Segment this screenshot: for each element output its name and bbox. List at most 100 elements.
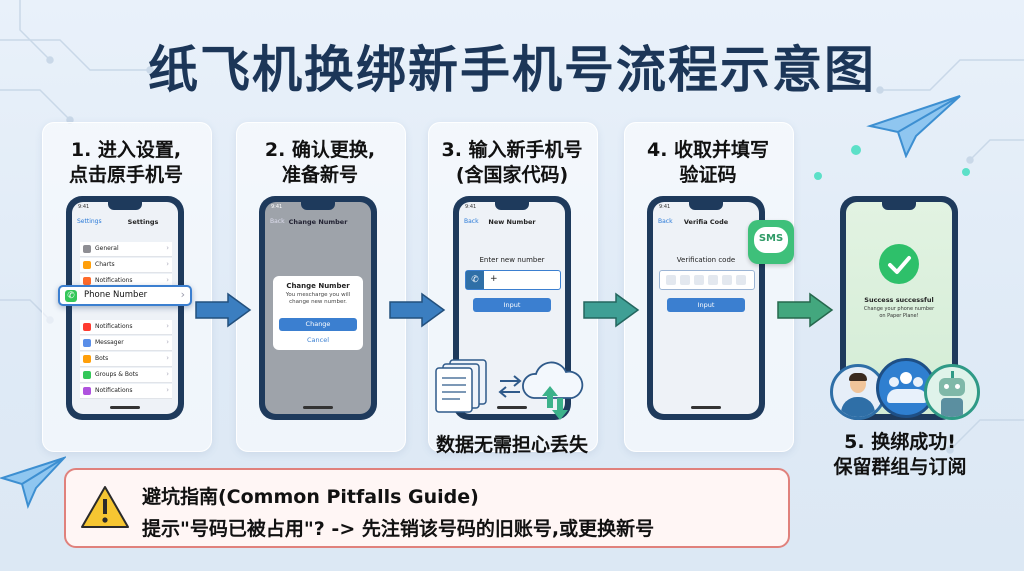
message-icon <box>83 339 91 347</box>
screen-title: Change Number <box>288 218 348 226</box>
paper-plane-icon <box>866 95 961 158</box>
input-button[interactable]: Input <box>667 298 745 312</box>
home-indicator <box>497 406 527 409</box>
back-link[interactable]: Back <box>658 218 673 225</box>
checkmark-icon <box>888 256 911 274</box>
change-number-dialog: Change Number You mescharge you will cha… <box>273 276 363 350</box>
chevron-right-icon: › <box>166 322 169 330</box>
pitfall-title: 避坑指南(Common Pitfalls Guide) <box>142 486 479 508</box>
step-label-line: 3. 输入新手机号 <box>441 139 583 161</box>
status-time: 9:41 <box>271 204 283 210</box>
settings-row[interactable]: Notifications › <box>80 384 172 399</box>
step-label-1: 1. 进入设置, 点击原手机号 <box>26 138 226 188</box>
row-label: Notifications <box>95 387 133 394</box>
bell-icon <box>83 323 91 331</box>
chevron-right-icon: › <box>166 354 169 362</box>
settings-row[interactable]: General› <box>80 242 172 257</box>
code-digit-box <box>666 275 676 285</box>
phone-number-input[interactable]: ✆ + <box>465 270 561 290</box>
step-label-line: 点击原手机号 <box>68 164 183 186</box>
code-digit-box <box>736 275 746 285</box>
bot-avatar-icon <box>924 364 980 420</box>
flow-arrow-icon <box>583 292 640 328</box>
code-digit-box <box>722 275 732 285</box>
step-label-line: 保留群组与订阅 <box>833 456 967 478</box>
change-button[interactable]: Change <box>279 318 357 331</box>
group-member <box>889 377 899 387</box>
chevron-right-icon: › <box>166 386 169 394</box>
bot-body <box>941 398 963 417</box>
phone-number-label: Phone Number <box>84 290 148 300</box>
chevron-right-icon: › <box>166 260 169 268</box>
country-code-plus: + <box>490 274 498 284</box>
warning-icon <box>81 486 129 528</box>
chevron-right-icon: › <box>166 244 169 252</box>
status-time: 9:41 <box>465 204 477 210</box>
home-indicator <box>303 406 333 409</box>
dialog-title: Change Number <box>286 282 350 290</box>
chevron-right-icon: › <box>166 276 169 284</box>
screen-title: Settings <box>127 218 159 226</box>
bot-eye <box>955 384 960 389</box>
group-member <box>900 372 912 384</box>
success-title: Success successful <box>864 296 934 304</box>
step-label-line: 2. 确认更换, <box>264 139 376 161</box>
group-bodies <box>887 389 927 403</box>
settings-row[interactable]: Bots› <box>80 352 172 367</box>
row-label: Notifications <box>95 323 133 330</box>
phone-number-row-highlight[interactable]: ✆ Phone Number › <box>58 285 192 306</box>
phone-notch <box>882 202 916 210</box>
paper-plane-icon <box>0 456 66 509</box>
avatar-body <box>841 397 875 417</box>
screen-title: New Number <box>488 218 536 226</box>
code-digit-box <box>708 275 718 285</box>
settings-row[interactable]: Charts › <box>80 258 172 273</box>
settings-row[interactable]: Notifications › <box>80 320 172 335</box>
bell-icon <box>83 277 91 285</box>
settings-row[interactable]: Groups & Bots› <box>80 368 172 383</box>
settings-row[interactable]: Messager› <box>80 336 172 351</box>
step-label-2: 2. 确认更换, 准备新号 <box>220 138 420 188</box>
flow-arrow-icon <box>389 292 446 328</box>
avatar-hair <box>849 373 867 381</box>
phone-notch <box>689 202 723 210</box>
group-member <box>913 377 923 387</box>
back-link[interactable]: Settings <box>77 218 102 225</box>
status-time: 9:41 <box>659 204 671 210</box>
phone-screen: 9:41 Back Change Number Change Number Yo… <box>265 202 371 414</box>
step-label-line: (含国家代码) <box>455 164 569 186</box>
status-time: 9:41 <box>78 204 90 210</box>
phone-icon: ✆ <box>466 271 484 289</box>
back-link[interactable]: Back <box>464 218 479 225</box>
home-indicator <box>691 406 721 409</box>
nav-bar: Back Change Number <box>265 214 371 230</box>
cancel-button[interactable]: Cancel <box>306 336 330 344</box>
group-icon <box>83 371 91 379</box>
documents-icon <box>435 359 487 413</box>
flow-arrow-icon <box>195 292 252 328</box>
code-digit-box <box>680 275 690 285</box>
cloud-sync-icon <box>522 361 584 420</box>
step-label-3: 3. 输入新手机号 (含国家代码) <box>412 138 612 188</box>
phone-screen: 9:41 Back Verifia Code Verification code… <box>653 202 759 414</box>
input-button[interactable]: Input <box>473 298 551 312</box>
phone-settings: 9:41 Settings Settings General› Charts› … <box>66 196 184 420</box>
phone-change-number: 9:41 Back Change Number Change Number Yo… <box>259 196 377 420</box>
bell-icon <box>83 387 91 395</box>
home-indicator <box>110 406 140 409</box>
sms-label: SMS <box>758 233 784 244</box>
nav-bar: Back New Number <box>459 214 565 230</box>
nav-bar: Back Verifia Code <box>653 214 759 230</box>
step-label-4: 4. 收取并填写 验证码 <box>608 138 808 188</box>
code-digit-box <box>694 275 704 285</box>
row-label: Messager <box>95 339 124 346</box>
gear-icon <box>83 245 91 253</box>
row-label: Charts <box>95 261 115 268</box>
phone-notch <box>495 202 529 210</box>
verification-code-input[interactable] <box>659 270 755 290</box>
back-link[interactable]: Back <box>270 218 285 225</box>
sms-bubble-icon: SMS <box>748 220 794 264</box>
enter-number-prompt: Enter new number <box>479 256 545 264</box>
screen-title: Verifia Code <box>683 218 729 226</box>
